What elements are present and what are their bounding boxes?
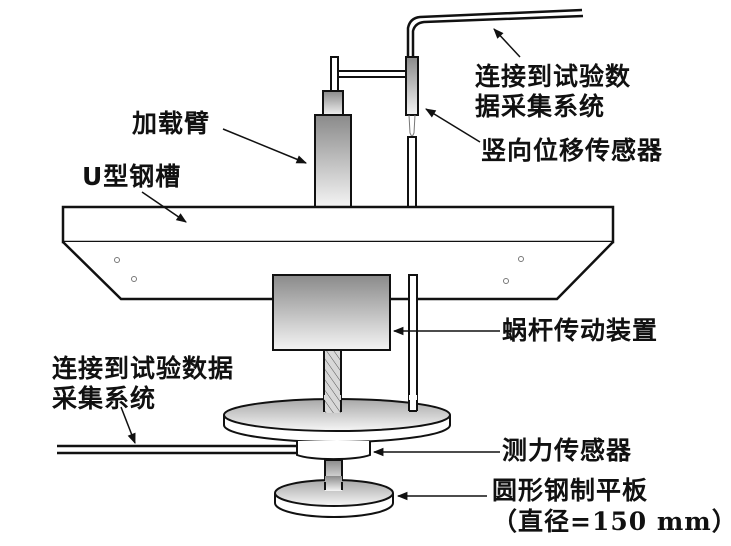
- large-disk: [223, 395, 451, 443]
- label-plate-line-1: 圆形钢制平板: [492, 476, 649, 505]
- label-vertical-sensor: 竖向位移传感器: [481, 136, 664, 165]
- label-u-channel: U型钢槽: [82, 162, 182, 191]
- arrow-vertical-sensor: [425, 108, 481, 143]
- load-cell: [296, 441, 371, 461]
- worm-gear-drive: [272, 274, 418, 412]
- left-data-cable: [57, 444, 297, 455]
- label-top-data-line-1: 连接到试验数: [475, 62, 632, 91]
- label-left-data-line-2: 采集系统: [52, 384, 157, 413]
- loading-arm: [314, 56, 407, 208]
- label-loading-arm: 加载臂: [132, 109, 211, 138]
- circular-steel-plate: [274, 476, 394, 518]
- arrow-loading-arm: [222, 128, 307, 164]
- arrow-u-channel: [141, 191, 187, 223]
- top-data-cable: [406, 8, 584, 57]
- arrow-left-data: [120, 406, 136, 444]
- vertical-displacement-sensor: [405, 56, 419, 208]
- arrow-top-data: [493, 28, 521, 58]
- label-top-data-line-2: 据采集系统: [475, 92, 606, 121]
- label-worm-gear: 蜗杆传动装置: [502, 316, 659, 345]
- u-channel: [61, 205, 615, 301]
- label-left-data-line-1: 连接到试验数据: [52, 354, 235, 383]
- label-load-cell: 测力传感器: [502, 436, 633, 465]
- label-plate-line-2: （直径=150 mm）: [492, 507, 731, 536]
